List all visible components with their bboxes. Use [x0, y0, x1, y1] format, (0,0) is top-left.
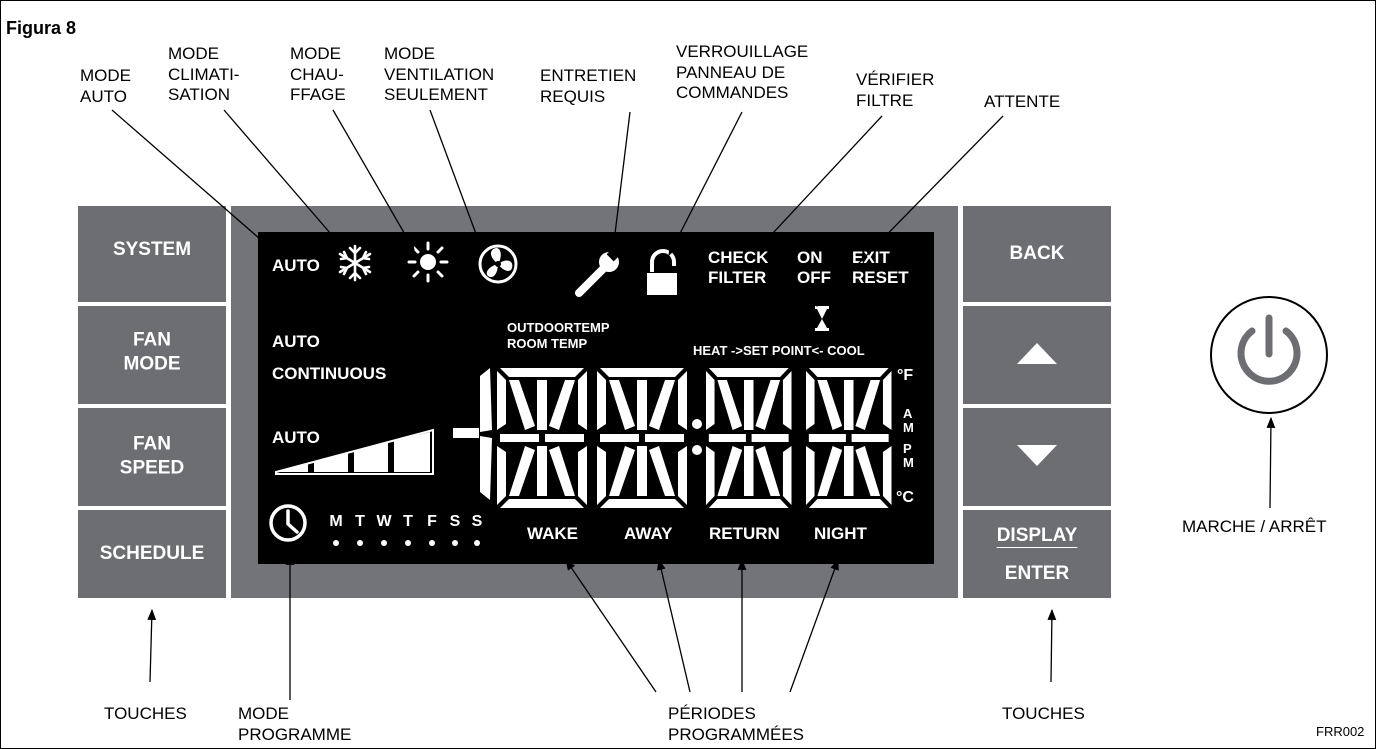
system-key-label: SYSTEM [112, 239, 192, 261]
power-icon [1237, 314, 1301, 385]
snowflake-icon [338, 244, 372, 282]
lcd-period-night: NIGHT [814, 524, 867, 543]
callout-program-mode: MODE PROGRAMME [238, 704, 352, 744]
lcd-unit-c: °C [896, 489, 914, 506]
lcd-day-sat: S [449, 513, 461, 530]
callout-panel-lock: VERROUILLAGE PANNEAU DE COMMANDES [676, 42, 809, 103]
sun-icon [407, 241, 449, 283]
lcd-heat-set-cool: HEAT ->SET POINT<- COOL [693, 343, 865, 358]
triangle-up-icon [1017, 343, 1057, 364]
lcd-fan-mode-auto: AUTO [272, 332, 320, 351]
lcd-day-mon: M [329, 513, 343, 530]
callout-power: MARCHE / ARRÊT [1182, 517, 1327, 536]
fan-speed-key-label: FAN SPEED [119, 433, 185, 478]
lcd-day-sun: S [471, 513, 483, 530]
fan-icon [478, 244, 518, 284]
lcd-screen [258, 232, 934, 564]
digit-4 [806, 368, 892, 508]
lcd-outdoor-room-temp: OUTDOORTEMP ROOM TEMP [507, 320, 610, 351]
fan-speed-bars [275, 428, 434, 475]
up-key[interactable] [963, 306, 1111, 404]
lcd-period-return: RETURN [709, 524, 780, 543]
wrench-icon [575, 247, 621, 297]
lcd-period-wake: WAKE [527, 524, 578, 543]
callout-keys-right: TOUCHES [1002, 704, 1085, 723]
power-button[interactable] [1210, 296, 1328, 414]
digit-1 [497, 368, 587, 508]
lcd-exit-reset: EXIT RESET [852, 248, 909, 288]
fan-mode-key-label: FAN MODE [123, 329, 181, 374]
lcd-fan-mode-continuous: CONTINUOUS [272, 364, 387, 383]
callout-mode-fan-only: MODE VENTILATION SEULEMENT [384, 44, 495, 105]
down-key[interactable] [963, 408, 1111, 506]
callout-keys-left: TOUCHES [104, 704, 187, 723]
digit-3 [706, 368, 792, 508]
lcd-day-fri: F [427, 513, 437, 530]
back-key-label: BACK [1009, 243, 1065, 265]
system-key[interactable]: SYSTEM [78, 206, 226, 302]
callout-mode-heating: MODE CHAU- FFAGE [290, 44, 346, 105]
padlock-icon [647, 249, 677, 295]
lcd-day-wed: W [376, 513, 392, 530]
display-key-label: DISPLAY [996, 525, 1078, 546]
lcd-pm: P M [903, 441, 914, 470]
enter-key-label: ENTER [1004, 563, 1070, 584]
lcd-unit-f: °F [897, 367, 914, 384]
callout-mode-auto: MODE AUTO [80, 66, 131, 106]
callout-mode-cooling: MODE CLIMATI- SATION [168, 44, 240, 105]
lcd-system-auto: AUTO [272, 256, 320, 275]
callout-wait: ATTENTE [984, 92, 1061, 111]
lcd-check-filter: CHECK FILTER [708, 248, 769, 288]
callout-check-filter: VÉRIFIER FILTRE [856, 70, 935, 110]
callout-program-periods: PÉRIODES PROGRAMMÉES [668, 704, 805, 744]
lcd-day-thu: T [403, 513, 413, 530]
display-enter-key[interactable]: DISPLAY ENTER [963, 510, 1111, 598]
schedule-key-label: SCHEDULE [99, 543, 205, 565]
hourglass-icon [815, 306, 829, 331]
schedule-key[interactable]: SCHEDULE [78, 510, 226, 598]
figure-code: FRR002 [1316, 724, 1365, 739]
callout-service-required: ENTRETIEN REQUIS [540, 66, 637, 106]
lcd-am: A M [903, 406, 914, 435]
leader-lines [111, 109, 1276, 700]
fan-speed-key[interactable]: FAN SPEED [78, 408, 226, 506]
minus-sign-segment [453, 428, 479, 438]
time-colon [692, 419, 702, 455]
clock-icon [269, 504, 307, 542]
figure-label: Figura 8 [6, 18, 77, 38]
fan-mode-key[interactable]: FAN MODE [78, 306, 226, 404]
digit-leading-one [480, 368, 492, 500]
back-key[interactable]: BACK [963, 206, 1111, 302]
triangle-down-icon [1017, 445, 1057, 466]
lcd-period-away: AWAY [624, 524, 673, 543]
lcd-day-tue: T [355, 513, 365, 530]
lcd-fan-speed-auto: AUTO [272, 428, 320, 447]
lcd-on-off: ON OFF [797, 248, 831, 288]
day-dots [333, 540, 480, 546]
digit-2 [597, 368, 687, 508]
